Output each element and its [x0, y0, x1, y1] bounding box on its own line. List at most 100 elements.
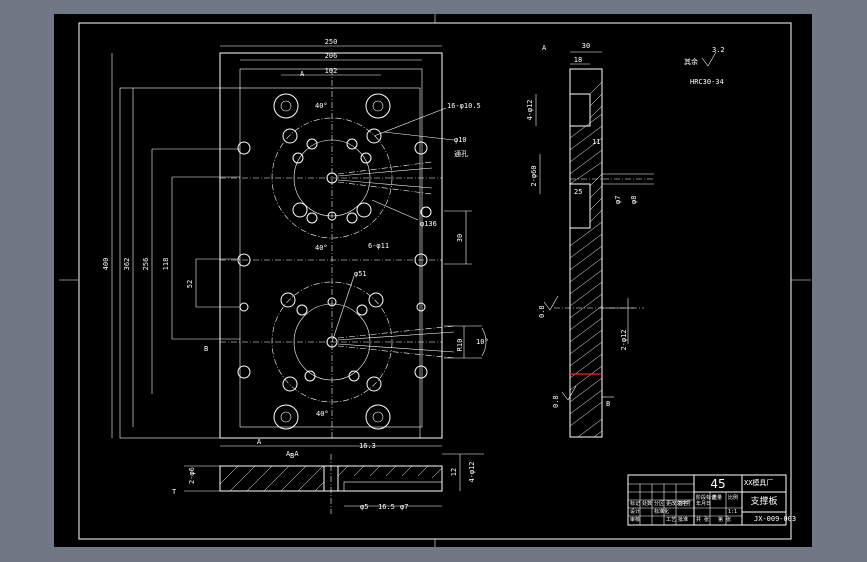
lower-bolt-3 — [282, 376, 298, 392]
cone-angle: 10° — [476, 338, 489, 346]
lower-center-hole — [326, 336, 338, 348]
section-top-dim: 30 — [582, 42, 590, 50]
section-inner-dim-4: φ8 — [630, 196, 638, 204]
remark: 其余 — [684, 57, 698, 66]
dim-text-left-3: 256 — [142, 258, 150, 271]
lower-big-hole-1-inner — [280, 411, 292, 423]
upper-runner — [337, 161, 433, 195]
section-inner-dim: 25 — [574, 188, 582, 196]
upper-bolt-3 — [292, 202, 308, 218]
lower-pin-4 — [348, 370, 360, 382]
upper-pin-3 — [292, 152, 304, 164]
lower-bolt-2 — [368, 292, 384, 308]
bottom-left-mark: T — [172, 488, 177, 496]
upper-runner-inner — [337, 167, 433, 189]
section-hatching — [569, 81, 603, 438]
upper-bolt-4 — [356, 202, 372, 218]
title-row-1: 标记 处数 分区 更改文件号 签名 年月日 — [630, 500, 711, 507]
svg-text:处数: 处数 — [642, 500, 652, 507]
leader-3 — [371, 199, 419, 221]
treatment: HRC30-34 — [690, 78, 724, 86]
edge-hole-8 — [416, 302, 426, 312]
svg-text:第 张: 第 张 — [718, 516, 731, 523]
dia-callout: φ51 — [354, 270, 367, 278]
svg-text:批准: 批准 — [678, 516, 688, 523]
upper-pin-1 — [306, 138, 318, 150]
drawing-canvas[interactable]: 250 206 102 A 400 362 256 118 52 — [54, 14, 812, 547]
section-side-mark: B — [606, 400, 610, 408]
upper-cavity: 40° 40° — [271, 93, 433, 252]
plate-inner-line — [239, 68, 423, 428]
upper-pcd-circle — [271, 117, 393, 239]
hole-callout-3: 通孔 — [454, 149, 468, 158]
upper-inner-circle — [293, 139, 371, 217]
edge-hole-2 — [414, 141, 428, 155]
hole-callout-2: φ10 — [454, 136, 467, 144]
svg-text:阶段标记: 阶段标记 — [696, 494, 716, 501]
upper-big-hole-2-inner — [372, 100, 384, 112]
upper-pin-4 — [360, 152, 372, 164]
section-dim-left-2-text: 2-φ60 — [530, 165, 538, 186]
notes: 3.2 其余 HRC30-34 — [684, 46, 725, 86]
lower-cavity: 40° — [271, 281, 455, 430]
upper-big-hole-2 — [365, 93, 391, 119]
bottom-right-dim-1: 12 — [450, 468, 458, 476]
slot-width: 30 — [456, 234, 464, 242]
section-counterbore — [569, 93, 591, 127]
roughness-symbol-1 — [543, 295, 559, 311]
leader-1 — [373, 107, 447, 137]
lower-pin-3 — [304, 370, 316, 382]
svg-text:比例: 比例 — [728, 494, 738, 501]
roughness-symbol-2 — [561, 385, 577, 401]
section-dim-right-text: 2-φ12 — [620, 329, 628, 350]
svg-text:更改文件号: 更改文件号 — [666, 500, 691, 507]
bottom-dim-2: 16.5 — [378, 503, 395, 511]
upper-big-hole-1 — [273, 93, 299, 119]
bottom-hatching — [219, 465, 443, 492]
upper-bolt-1 — [282, 128, 298, 144]
section-view: 30 18 A 4-φ12 2-φ60 25 11 φ7 φ8 0.8 0 — [526, 42, 654, 438]
svg-text:1:1: 1:1 — [728, 509, 737, 515]
pcd-callout: φ136 — [420, 220, 437, 228]
lower-runner — [337, 325, 455, 359]
company: XX模具厂 — [744, 478, 773, 487]
bottom-section: 2-φ6 T A-A φ5 16.5 φ7 12 4-φ12 — [172, 450, 484, 514]
pin-callout: 6-φ11 — [368, 242, 389, 250]
lower-big-hole-1 — [273, 404, 299, 430]
svg-text:共 张: 共 张 — [696, 516, 709, 523]
svg-text:签名: 签名 — [678, 500, 688, 507]
part-name: 支撑板 — [750, 495, 777, 507]
side-mark-a: B — [204, 345, 208, 353]
upper-center-hole — [326, 172, 338, 184]
dim-text-left-4: 118 — [162, 258, 170, 271]
angle-bottom: 40° — [316, 410, 329, 418]
section-inner-dim-2: 11 — [592, 138, 600, 146]
lower-pin-2 — [356, 304, 368, 316]
bottom-dim-1: φ5 — [360, 503, 368, 511]
lower-bolt-4 — [366, 376, 382, 392]
edge-hole-7 — [239, 302, 249, 312]
lower-big-hole-2 — [365, 404, 391, 430]
edge-hole-6 — [414, 365, 428, 379]
svg-text:年月日: 年月日 — [696, 500, 711, 507]
edge-hole-1 — [237, 141, 251, 155]
section-outline — [569, 68, 603, 438]
lower-inner-circle — [293, 303, 371, 381]
drawing-no: JX-009-003 — [754, 515, 796, 523]
dim-text-top-1: 250 — [325, 38, 338, 46]
lower-pcd-circle — [271, 281, 393, 403]
title-row-4: 工艺 批准 共 张 第 张 — [666, 516, 731, 523]
drawing-svg: 250 206 102 A 400 362 256 118 52 — [59, 14, 811, 547]
edge-hole-5 — [237, 365, 251, 379]
upper-pin-2 — [346, 138, 358, 150]
lower-pin-5 — [327, 297, 337, 307]
bottom-top-mark: A-A — [286, 450, 299, 458]
dim-text-top-3: 102 — [325, 67, 338, 75]
bottom-runner — [343, 481, 443, 492]
bottom-left-dim: 2-φ6 — [188, 467, 196, 484]
angle-top: 40° — [315, 102, 328, 110]
upper-bolt-2 — [366, 128, 382, 144]
section-inner-dim-3: φ7 — [614, 196, 622, 204]
dim-text-left-1: 400 — [102, 258, 110, 271]
